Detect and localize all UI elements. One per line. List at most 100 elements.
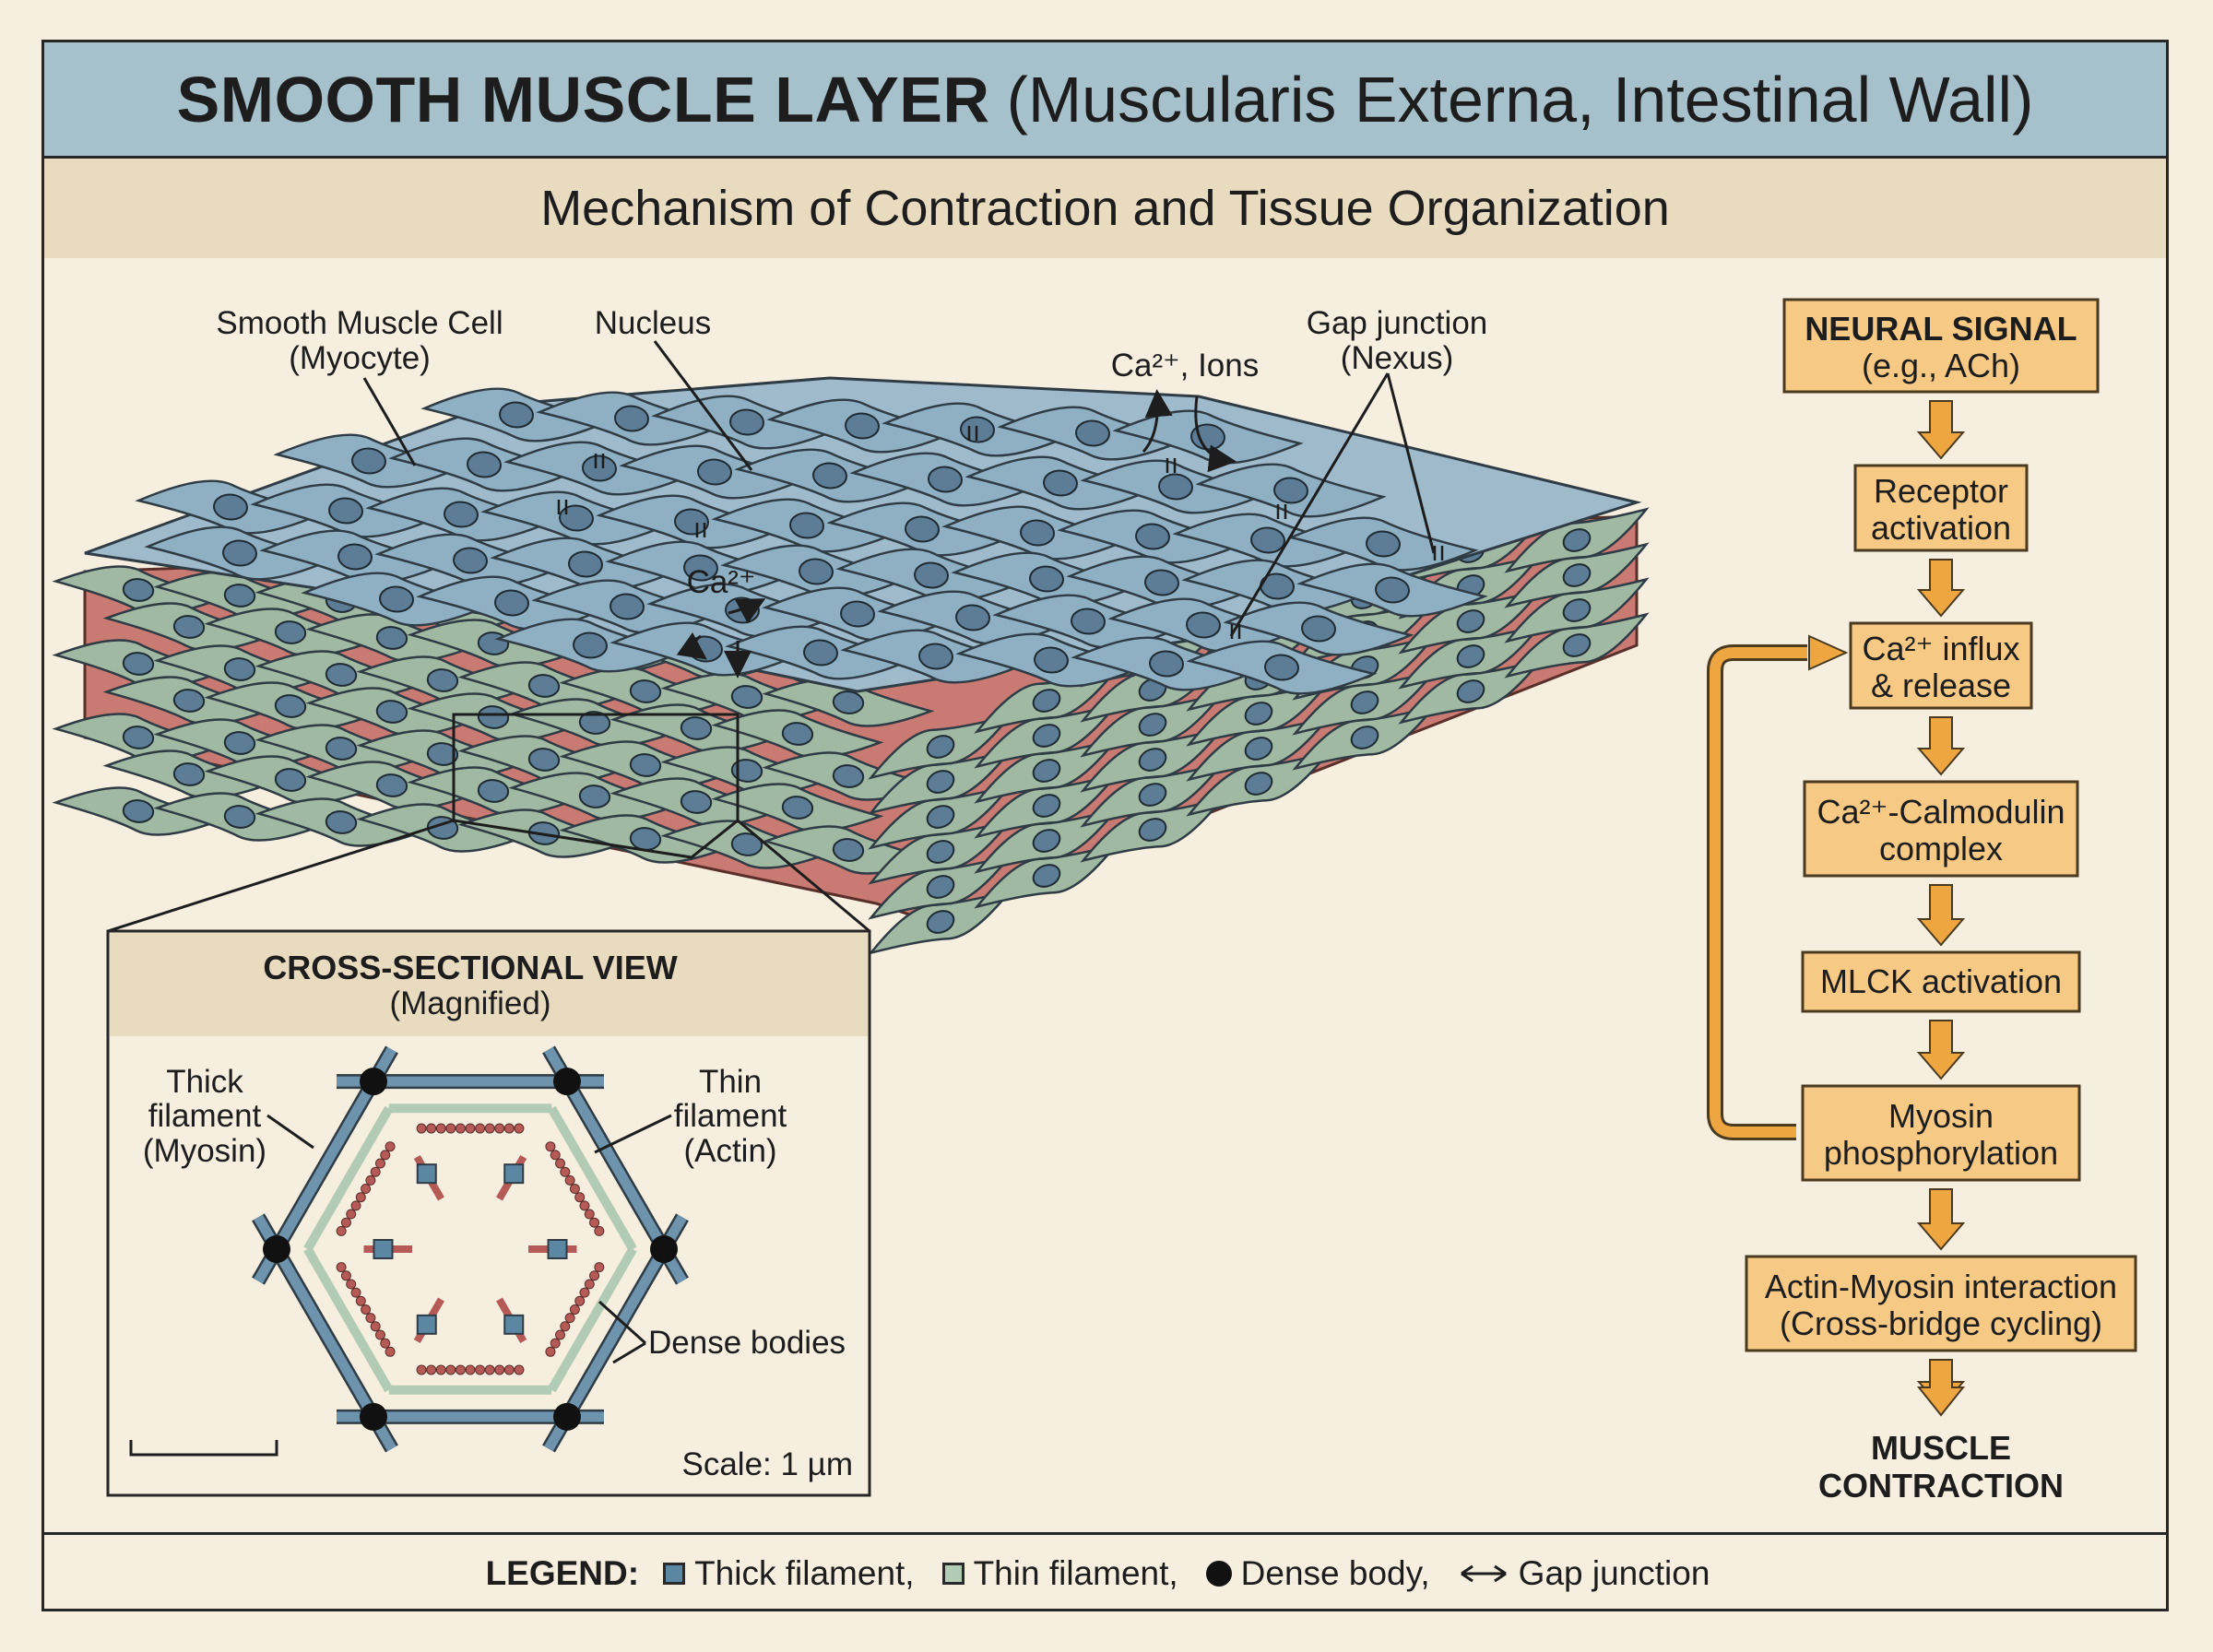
gap-junction-mark [1276, 504, 1287, 519]
actin-bead [589, 1217, 600, 1228]
actin-bead [484, 1123, 495, 1134]
flow-step-line1: Receptor [1874, 472, 2008, 510]
nucleus [477, 779, 510, 803]
actin-bead [340, 1217, 351, 1228]
nucleus [1158, 473, 1193, 501]
nucleus [1138, 783, 1167, 807]
nucleus [1562, 563, 1592, 587]
actin-bead [574, 1192, 586, 1203]
smooth-muscle-cell [835, 548, 1027, 603]
nucleus [781, 722, 814, 746]
smooth-muscle-cell [388, 437, 580, 492]
legend-thin-label: Thin filament, [973, 1553, 1178, 1592]
actin-bead [465, 1123, 476, 1134]
actin-bead [569, 1304, 580, 1315]
nucleus [223, 805, 256, 829]
scale-label: Scale: 1 µm [681, 1446, 853, 1482]
smooth-muscle-cell [974, 773, 1119, 839]
nucleus [730, 685, 763, 709]
actin-bead [445, 1123, 456, 1134]
ca-arrow-left [676, 631, 707, 660]
nucleus [1301, 615, 1336, 643]
nucleus [223, 731, 256, 755]
thin-filament-bar [303, 1105, 394, 1252]
nucleus [1456, 679, 1485, 703]
nucleus [845, 412, 880, 440]
actin-bead [475, 1364, 486, 1375]
flow-step-line1: NEURAL SIGNAL [1805, 310, 2077, 348]
smooth-muscle-cell [1504, 577, 1650, 643]
scale-bar [129, 1440, 278, 1457]
zoom-line-right [737, 819, 870, 933]
nucleus [832, 690, 865, 714]
actin-bead [361, 1304, 372, 1315]
nucleus [274, 694, 307, 718]
gap-junction-label-sub: (Nexus) [1341, 340, 1454, 376]
actin-bead [374, 1329, 385, 1340]
nucleus [426, 742, 459, 766]
subtitle: Mechanism of Contraction and Tissue Orga… [540, 181, 1670, 236]
smooth-muscle-cell [660, 746, 834, 796]
nucleus [926, 840, 955, 864]
dense-body [650, 1235, 678, 1263]
nucleus [1562, 598, 1592, 622]
smooth-muscle-cell [660, 820, 834, 869]
flow-step-line2: (e.g., ACh) [1862, 347, 2020, 384]
smooth-muscle-cell [1223, 601, 1414, 656]
gap-junction-mark [1433, 546, 1444, 560]
actin-bead [435, 1364, 446, 1375]
smooth-muscle-cell [711, 783, 884, 832]
smooth-muscle-cell [1296, 562, 1488, 618]
nucleus [223, 584, 256, 608]
nucleus [1273, 477, 1308, 504]
actin-bead [579, 1200, 590, 1211]
actin-bead [494, 1364, 505, 1375]
nucleus [781, 796, 814, 820]
smooth-muscle-cell [356, 803, 529, 853]
ions-arrow-up [1142, 389, 1173, 454]
flow-step-line2: (Cross-bridge cycling) [1780, 1304, 2102, 1342]
nucleus [914, 561, 949, 589]
feedback-arrow [1710, 647, 1807, 1138]
nucleus [680, 716, 713, 740]
smooth-muscle-cell [1186, 640, 1378, 695]
hexagon-lattice [252, 1045, 689, 1453]
nucleus [122, 799, 155, 823]
nucleus [444, 501, 479, 528]
nucleus [559, 504, 594, 532]
actin-bead [455, 1364, 466, 1375]
legend-title: LEGEND: [485, 1553, 640, 1592]
smooth-muscle-cell [974, 843, 1119, 909]
myosin-head [416, 1314, 437, 1335]
nucleus [1135, 523, 1170, 550]
nucleus [1186, 611, 1221, 639]
actin-bead [584, 1209, 595, 1220]
smooth-muscle-cell [762, 751, 935, 801]
gap-junction-mark [1166, 458, 1177, 473]
nucleus [926, 770, 955, 794]
smooth-muscle-cell [720, 544, 912, 599]
actin-bead [385, 1346, 396, 1357]
feedback-arrowhead [1808, 634, 1849, 671]
flow-arrow [1916, 559, 1966, 618]
actin-bead [416, 1123, 427, 1134]
nucleus [494, 589, 529, 617]
thin-filament-label-2: filament [674, 1098, 787, 1134]
nucleus [926, 805, 955, 829]
cross-section-inset: CROSS-SECTIONAL VIEW (Magnified) Thick f… [106, 929, 871, 1497]
actin-bead [579, 1287, 590, 1298]
feedback-arrow-outline [1707, 644, 1807, 1140]
nucleus [325, 663, 358, 687]
flow-arrow [1916, 716, 1966, 776]
flowchart: NEURAL SIGNAL(e.g., ACh) Receptoractivati… [1707, 298, 2137, 1504]
nucleus [223, 657, 256, 681]
smooth-muscle-cell [204, 755, 377, 805]
smooth-muscle-cell [102, 602, 276, 652]
actin-bead [426, 1364, 437, 1375]
dense-bodies-label: Dense bodies [648, 1325, 846, 1361]
flow-step-line2: activation [1871, 509, 2011, 547]
actin-bead [589, 1270, 600, 1281]
nucleus [172, 615, 206, 639]
